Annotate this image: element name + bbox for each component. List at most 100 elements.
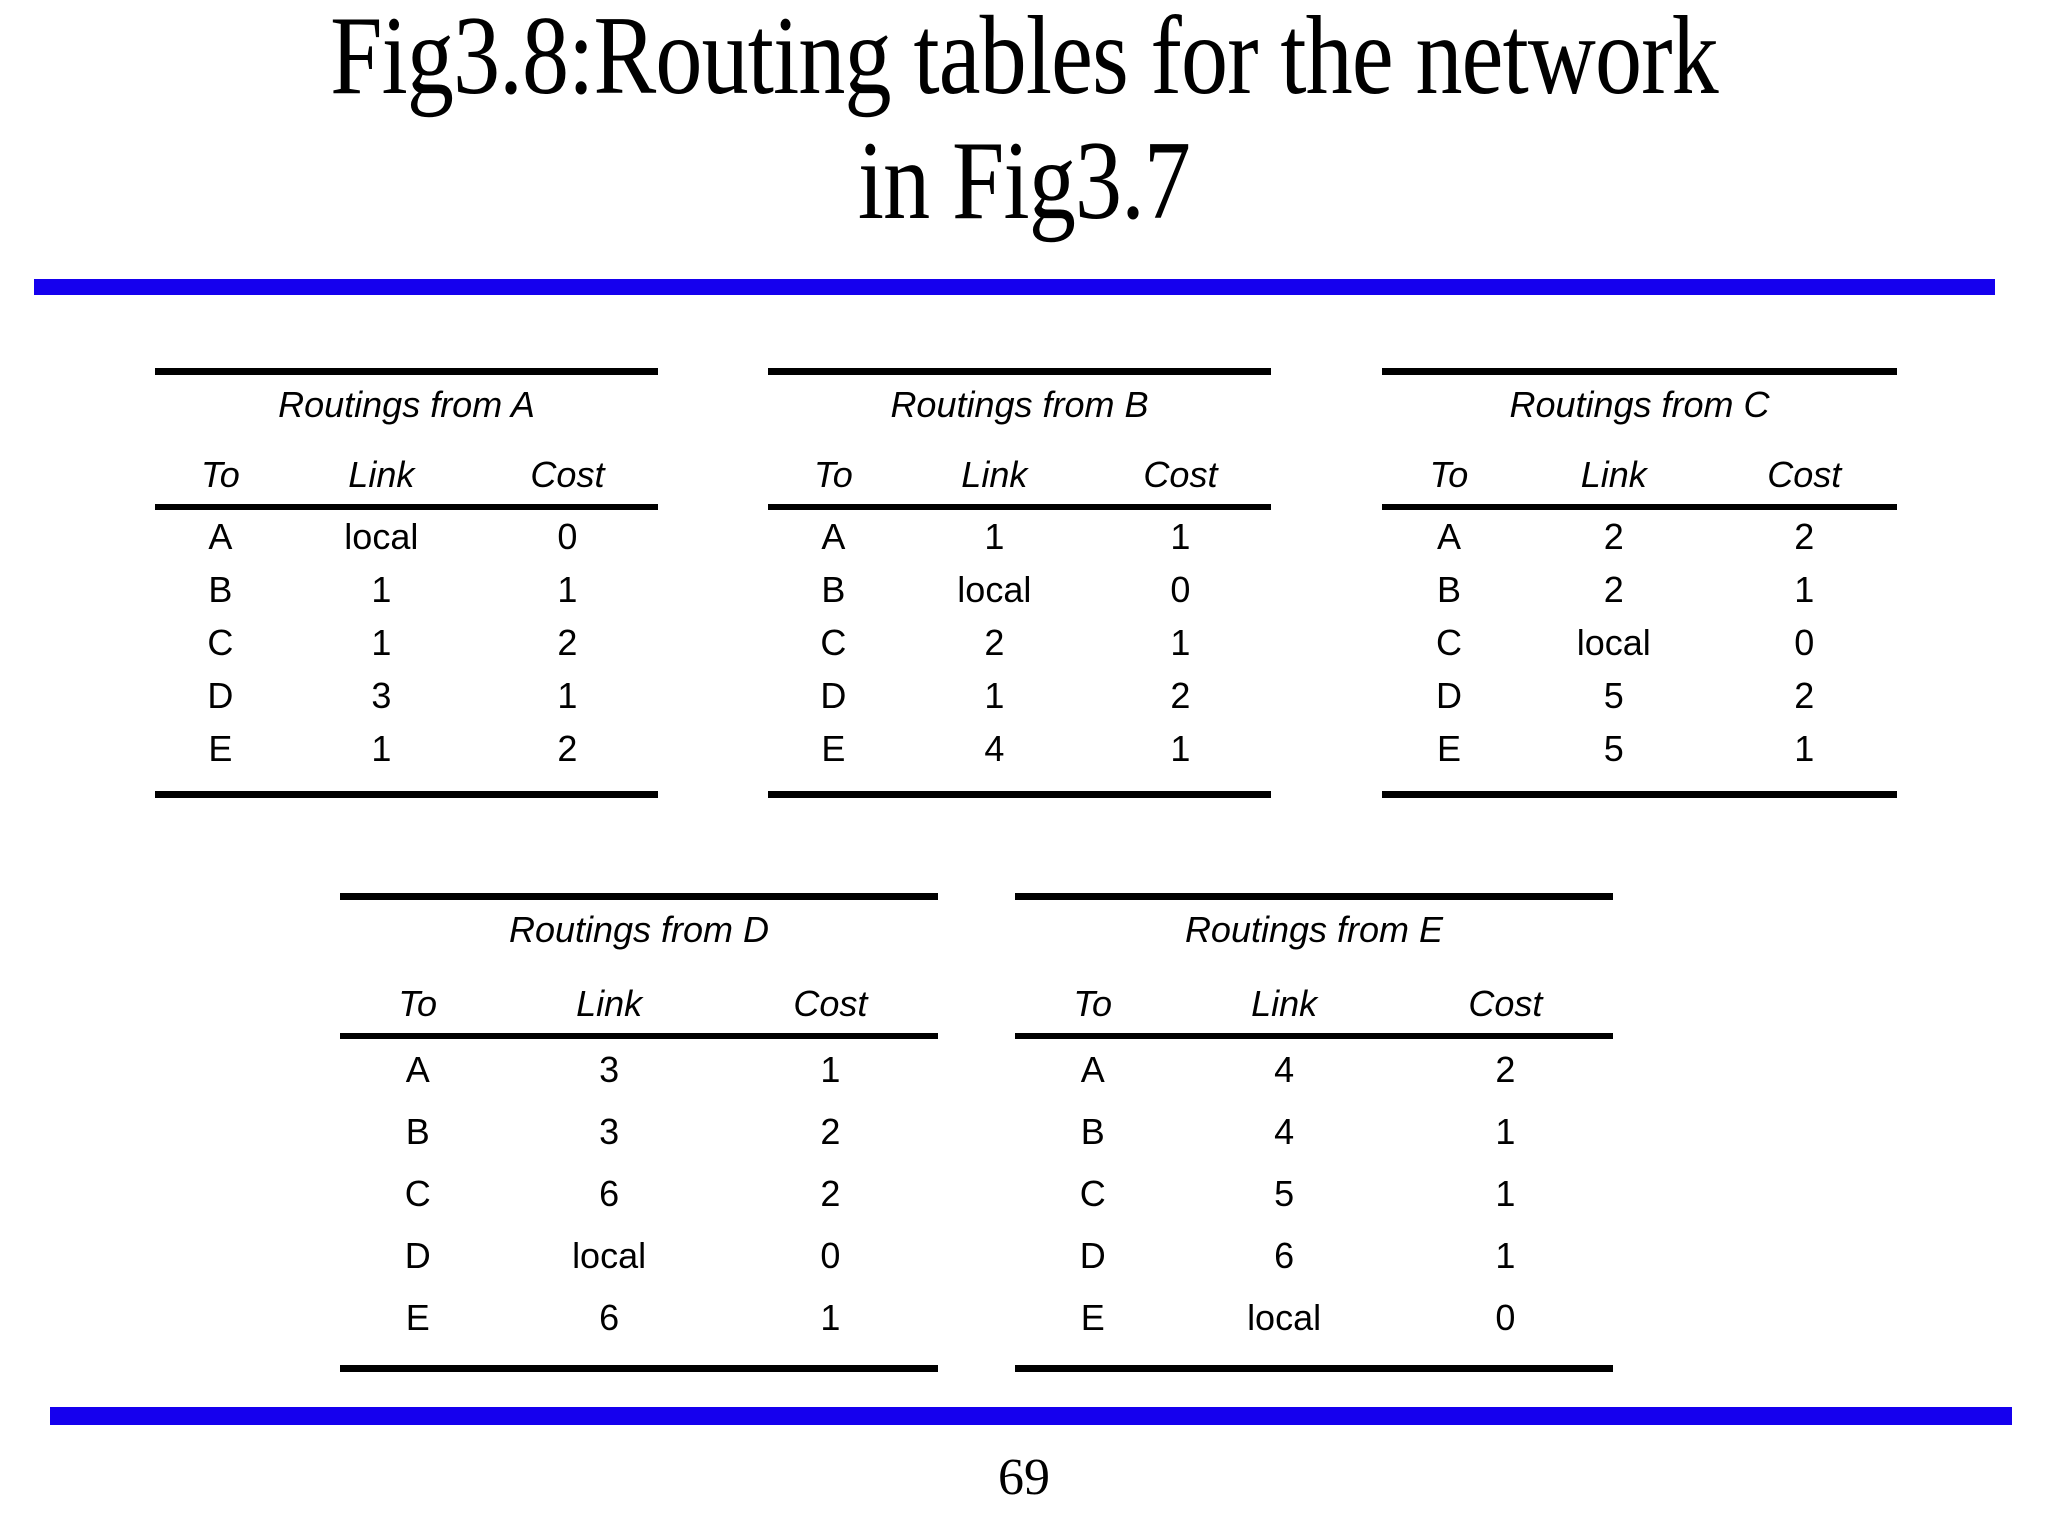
cell-cost: 2 [557,727,578,769]
table-body-gap [1382,775,1897,791]
cell-to: C [1435,621,1462,663]
table-bottom-rule [768,791,1271,798]
table-grid: To Link Cost [1382,426,1897,504]
table-body-gap [340,1349,938,1365]
column-header-cost: Cost [793,983,868,1024]
table-row: A local 0 [155,510,658,563]
cell-link: 3 [599,1111,620,1152]
column-header-cost: Cost [1767,454,1842,495]
routing-table-a: Routings from A To Link Cost A local 0 [155,368,658,798]
cell-to: C [820,621,847,663]
cell-cost: 2 [820,1111,841,1152]
table-row: A 2 2 [1382,510,1897,563]
table-row: B 4 1 [1015,1101,1613,1163]
table-grid: To Link Cost [340,951,938,1033]
table-row: E 1 2 [155,722,658,775]
table-header-rule [1015,1033,1613,1039]
cell-link: 4 [984,727,1005,769]
table-row: C 5 1 [1015,1163,1613,1225]
cell-to: A [821,515,846,557]
table-row: C 6 2 [340,1163,938,1225]
table-header-row: To Link Cost [1015,951,1613,1033]
cell-cost: 1 [1170,727,1191,769]
cell-to: B [405,1111,430,1152]
cell-cost: 0 [1794,621,1815,663]
cell-to: A [1436,515,1461,557]
cell-link: 6 [1274,1235,1295,1276]
table-body-gap [155,775,658,791]
cell-to: D [1435,674,1462,716]
routing-table-b: Routings from B To Link Cost A 1 1 [768,368,1271,798]
cell-cost: 1 [1495,1111,1516,1152]
cell-cost: 1 [1794,727,1815,769]
cell-link: 6 [599,1173,620,1214]
cell-to: E [821,727,846,769]
table-row: D 6 1 [1015,1225,1613,1287]
table-caption: Routings from C [1509,384,1770,425]
cell-link: 2 [1603,515,1624,557]
table-header-row: To Link Cost [340,951,938,1033]
cell-to: D [404,1235,431,1276]
cell-cost: 1 [820,1297,841,1338]
column-header-to: To [1073,983,1113,1024]
table-bottom-rule [1015,1365,1613,1372]
cell-link: local [1247,1297,1322,1338]
table-header-row: To Link Cost [768,426,1271,504]
cell-to: D [1079,1235,1106,1276]
cell-link: local [572,1235,647,1276]
cell-to: D [207,674,234,716]
column-header-link: Link [1251,983,1318,1024]
table-row: E 5 1 [1382,722,1897,775]
cell-link: 5 [1603,674,1624,716]
cell-to: E [208,727,233,769]
cell-link: 3 [599,1049,620,1090]
bottom-accent-bar [50,1407,2012,1425]
cell-to: E [405,1297,430,1338]
cell-cost: 2 [557,621,578,663]
cell-cost: 2 [820,1173,841,1214]
cell-to: B [821,568,846,610]
table-grid: To Link Cost [155,426,658,504]
cell-to: C [207,621,234,663]
cell-link: 1 [984,515,1005,557]
cell-link: 5 [1274,1173,1295,1214]
cell-cost: 1 [820,1049,841,1090]
column-header-to: To [814,454,853,495]
cell-cost: 1 [557,568,578,610]
table-row: E 6 1 [340,1287,938,1349]
table-body-grid: A local 0 B 1 1 C 1 2 D 3 1 [155,510,658,775]
table-header-row: To Link Cost [155,426,658,504]
table-row: E local 0 [1015,1287,1613,1349]
table-top-rule [1382,368,1897,375]
table-header-rule [155,504,658,510]
table-row: B 3 2 [340,1101,938,1163]
table-bottom-rule [155,791,658,798]
cell-to: B [1436,568,1461,610]
cell-link: 1 [371,727,392,769]
cell-link: 1 [371,621,392,663]
table-body-grid: A 3 1 B 3 2 C 6 2 D local 0 [340,1039,938,1349]
cell-link: 6 [599,1297,620,1338]
table-top-rule [155,368,658,375]
table-header-rule [1382,504,1897,510]
column-header-cost: Cost [1143,454,1218,495]
cell-cost: 1 [1495,1235,1516,1276]
column-header-link: Link [1580,454,1647,495]
cell-link: 4 [1274,1111,1295,1152]
table-row: A 1 1 [768,510,1271,563]
table-body-grid: A 4 2 B 4 1 C 5 1 D 6 1 [1015,1039,1613,1349]
table-row: C 2 1 [768,616,1271,669]
column-header-link: Link [348,454,415,495]
table-row: C 1 2 [155,616,658,669]
cell-to: A [405,1049,430,1090]
table-row: B 1 1 [155,563,658,616]
page-title: Fig3.8:Routing tables for the network in… [330,0,1719,244]
table-top-rule [340,893,938,900]
cell-link: 2 [984,621,1005,663]
cell-cost: 0 [820,1235,841,1276]
cell-link: local [957,568,1032,610]
table-row: D 5 2 [1382,669,1897,722]
table-body-gap [1015,1349,1613,1365]
column-header-cost: Cost [1468,983,1543,1024]
table-row: B local 0 [768,563,1271,616]
